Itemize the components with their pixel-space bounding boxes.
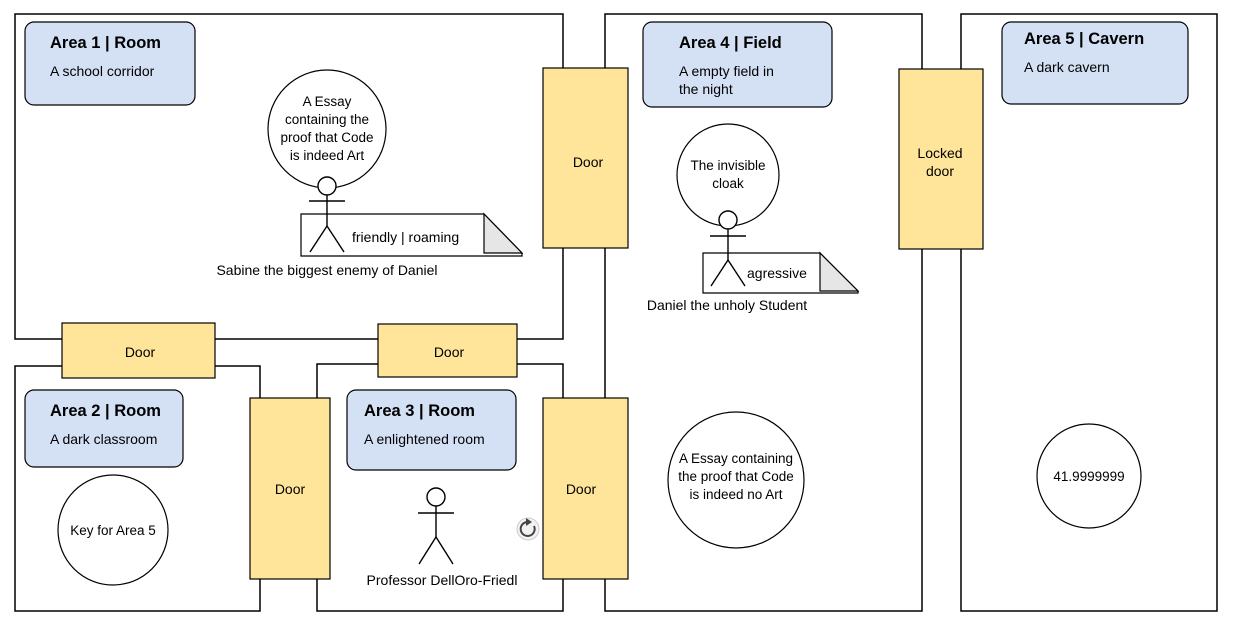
stick-figure-icon [418,487,454,565]
area-5-title: Area 5 | Cavern [1024,30,1144,48]
area-2-card[interactable]: Area 2 | Room A dark classroom [24,389,184,468]
daniel-note-text: agressive [747,265,807,281]
locked-door-label-line-2: door [926,163,954,179]
stick-figure-icon [710,210,746,287]
item-text-line: A Essay [303,94,352,109]
sabine-note[interactable]: friendly | roaming [300,212,524,257]
item-essay-code-is-no-art[interactable]: A Essay containing the proof that Code i… [667,411,805,549]
door-label: Door [573,154,604,170]
item-text-line: is indeed Art [290,148,365,163]
actor-name: Daniel the unholy Student [647,297,807,313]
area-2-description: A dark classroom [50,431,157,447]
area-3-title: Area 3 | Room [364,402,475,420]
stick-figure-icon [309,176,345,253]
area-4-description-line-1: A empty field in [679,63,774,79]
area-3-card[interactable]: Area 3 | Room A enlightened room [346,389,517,471]
area-1-card[interactable]: Area 1 | Room A school corridor [24,21,196,106]
item-number[interactable]: 41.9999999 [1036,423,1142,529]
item-text-line: The invisible [690,158,765,173]
area-5-description: A dark cavern [1024,59,1110,75]
rotate-icon[interactable] [516,517,540,541]
actor-professor[interactable]: Professor DellOro-Friedl [367,487,518,588]
area-2-title: Area 2 | Room [50,402,161,420]
actor-sabine[interactable]: Sabine the biggest enemy of Daniel [216,176,438,278]
door-area3-area4[interactable]: Door [542,397,629,580]
item-text-line: A Essay containing [679,451,793,466]
item-essay-code-is-art[interactable]: A Essay containing the proof that Code i… [267,69,387,189]
door-area1-area3[interactable]: Door [377,323,518,378]
item-text: Key for Area 5 [70,523,156,538]
item-text-line: containing the [285,112,369,127]
door-label: Door [125,344,156,360]
actor-name: Sabine the biggest enemy of Daniel [216,262,437,278]
area-4-description-line-2: the night [679,81,733,97]
locked-door-area4-area5[interactable]: Locked door [898,68,984,250]
area-5-card[interactable]: Area 5 | Cavern A dark cavern [1001,21,1189,105]
actor-name: Professor DellOro-Friedl [367,572,518,588]
area-4-title: Area 4 | Field [679,34,782,52]
area-3-description: A enlightened room [364,431,485,447]
sabine-note-text: friendly | roaming [352,229,459,245]
actor-daniel[interactable]: Daniel the unholy Student [647,210,807,313]
door-label: Door [566,481,597,497]
area-4-card[interactable]: Area 4 | Field A empty field in the nigh… [642,21,833,108]
area-1-description: A school corridor [50,63,155,79]
door-area1-area4[interactable]: Door [542,67,629,249]
door-label: Door [434,344,465,360]
item-text-line: proof that Code [280,130,373,145]
area-1-title: Area 1 | Room [50,34,161,52]
locked-door-label-line-1: Locked [917,145,962,161]
item-text-line: the proof that Code [678,469,794,484]
item-text-line: cloak [712,176,744,191]
door-label: Door [275,481,306,497]
door-area2-area3[interactable]: Door [249,397,331,580]
item-text: 41.9999999 [1053,469,1124,484]
item-text-line: is indeed no Art [689,487,782,502]
item-key-area-5[interactable]: Key for Area 5 [57,474,169,586]
item-invisible-cloak[interactable]: The invisible cloak [676,123,780,227]
daniel-note[interactable]: agressive [702,251,860,294]
door-area1-area2[interactable]: Door [61,322,216,379]
